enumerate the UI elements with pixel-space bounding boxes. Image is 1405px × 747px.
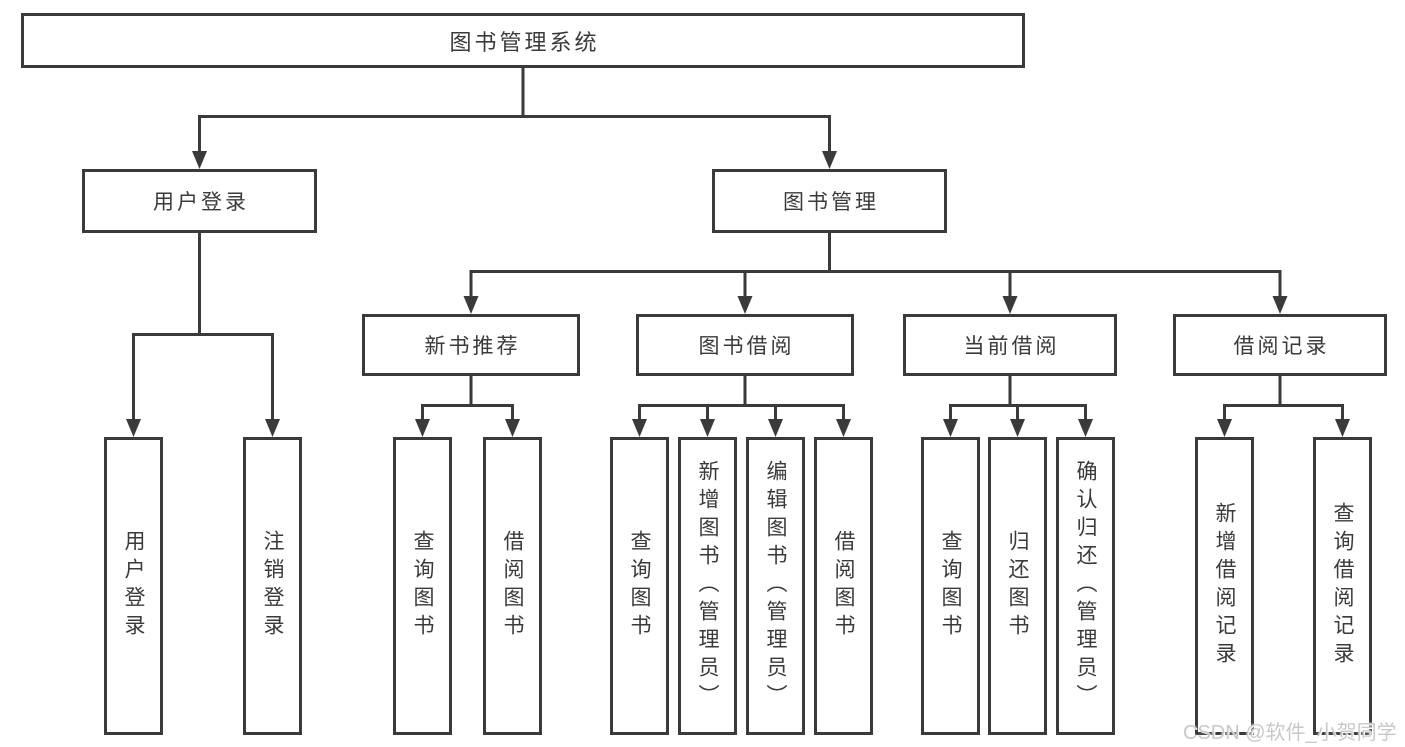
node-borrow-edit-book-admin: 编辑图书（管理员）: [746, 437, 805, 735]
node-label: 查询借阅记录: [1331, 502, 1355, 670]
node-label: 用户登录: [122, 530, 146, 642]
node-record-query-borrow-record: 查询借阅记录: [1313, 437, 1372, 735]
node-label: 当前借阅: [963, 335, 1060, 358]
node-current-return-book: 归还图书: [988, 437, 1047, 735]
connector-book-mgmt-to-level3: [463, 233, 1288, 314]
node-borrow-query-book: 查询图书: [610, 437, 669, 735]
node-book-borrow: 图书借阅: [636, 314, 854, 376]
node-label: 归还图书: [1006, 530, 1030, 642]
csdn-watermark: CSDN @软件_小贺同学: [1183, 722, 1397, 744]
node-user-login-leaf: 用户登录: [104, 437, 163, 735]
node-current-confirm-return-admin: 确认归还（管理员）: [1056, 437, 1115, 735]
node-label: 注销登录: [261, 530, 285, 642]
node-recommend-borrow-book: 借阅图书: [483, 437, 542, 735]
node-current-query-book: 查询图书: [921, 437, 980, 735]
node-label: 借阅图书: [832, 530, 856, 642]
node-recommend-query-book: 查询图书: [393, 437, 452, 735]
node-library-management-system: 图书管理系统: [21, 13, 1025, 68]
node-record-add-borrow-record: 新增借阅记录: [1195, 437, 1254, 735]
node-label: 新书推荐: [424, 335, 521, 358]
node-borrow-borrow-book: 借阅图书: [814, 437, 873, 735]
node-borrow-record: 借阅记录: [1173, 314, 1387, 376]
node-label: 新增图书（管理员）: [696, 460, 720, 712]
connector-user-login-to-children: [126, 233, 280, 437]
node-book-management-branch: 图书管理: [712, 169, 947, 233]
node-label: 借阅记录: [1233, 335, 1330, 358]
node-label: 用户登录: [153, 191, 249, 214]
node-label: 图书借阅: [698, 335, 795, 358]
connector-new-book-recommend-to-children: [415, 376, 520, 437]
node-current-borrow: 当前借阅: [903, 314, 1117, 376]
node-label: 确认归还（管理员）: [1074, 460, 1098, 712]
node-label: 借阅图书: [501, 530, 525, 642]
node-borrow-add-book-admin: 新增图书（管理员）: [678, 437, 737, 735]
node-label: 查询图书: [411, 530, 435, 642]
node-logout-leaf: 注销登录: [243, 437, 302, 735]
node-label: 编辑图书（管理员）: [764, 460, 788, 712]
connector-book-borrow-to-children: [632, 376, 851, 437]
node-new-book-recommend: 新书推荐: [362, 314, 580, 376]
node-label: 图书管理: [783, 191, 879, 214]
connector-current-borrow-to-children: [943, 376, 1093, 437]
node-label: 查询图书: [628, 530, 652, 642]
node-label: 新增借阅记录: [1213, 502, 1237, 670]
connector-root-to-level2: [192, 68, 837, 169]
node-label: 图书管理系统: [449, 29, 600, 55]
node-user-login-branch: 用户登录: [82, 169, 317, 233]
node-label: 查询图书: [939, 530, 963, 642]
connector-borrow-record-to-children: [1217, 376, 1350, 437]
